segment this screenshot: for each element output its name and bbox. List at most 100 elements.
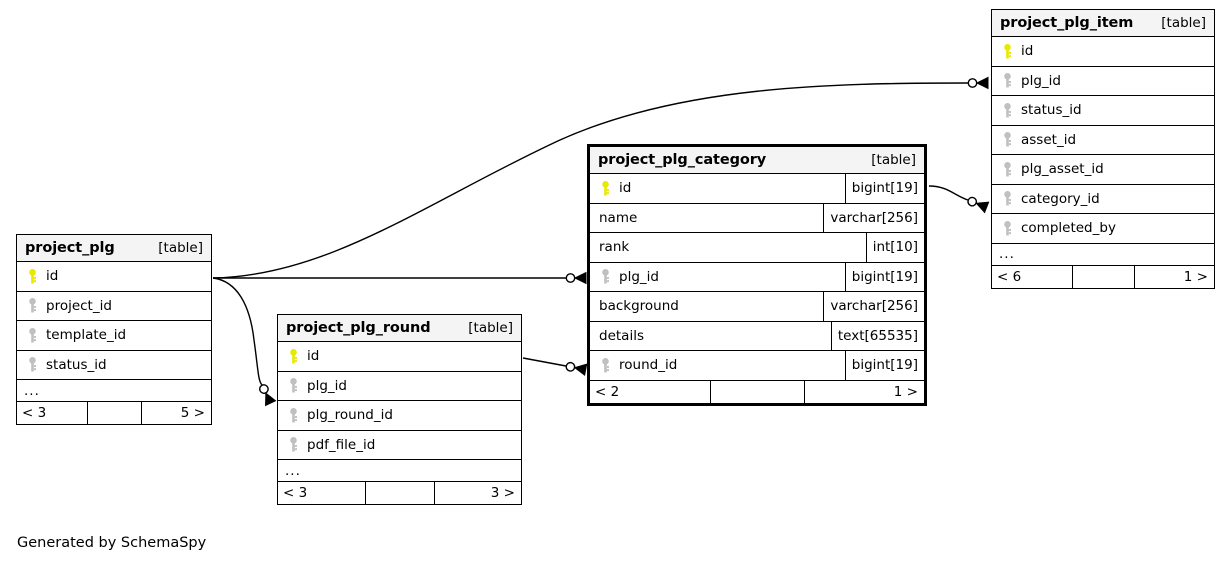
- more-columns-ellipsis: ...: [278, 460, 521, 482]
- crowsfoot-terminator: [967, 196, 990, 214]
- column-name-cell: status_id: [17, 351, 211, 380]
- primary-key-icon: [24, 268, 40, 284]
- relationship-category-to-item: [928, 185, 969, 201]
- relationship-plg-to-round: [212, 277, 263, 386]
- column-type-cell: varchar[256]: [823, 292, 924, 321]
- foreign-key-icon: [24, 298, 40, 313]
- column-row[interactable]: plg_asset_id: [992, 155, 1214, 185]
- column-row[interactable]: plg_id: [278, 372, 521, 401]
- column-name-cell: project_id: [17, 292, 211, 321]
- incoming-relations-count[interactable]: < 2: [595, 383, 620, 400]
- table-type-tag: [table]: [871, 152, 916, 168]
- column-row[interactable]: plg_round_id: [278, 401, 521, 431]
- more-columns-ellipsis: ...: [992, 244, 1214, 266]
- primary-key-icon: [999, 43, 1015, 59]
- column-label: plg_round_id: [307, 407, 393, 424]
- outgoing-relations-count[interactable]: 1 >: [803, 380, 924, 403]
- column-type-cell: bigint[19]: [844, 351, 924, 380]
- column-row[interactable]: pdf_file_id: [278, 431, 521, 460]
- column-name-cell: plg_round_id: [278, 401, 521, 430]
- outgoing-relations-count[interactable]: 5 >: [141, 402, 211, 424]
- column-name-cell: pdf_file_id: [278, 431, 521, 460]
- table-header-project_plg_item[interactable]: project_plg_item [table]: [992, 10, 1214, 37]
- column-row[interactable]: status_id: [992, 96, 1214, 126]
- column-name-cell: template_id: [17, 321, 211, 350]
- foreign-key-icon: [285, 437, 301, 452]
- column-row[interactable]: plg_id: [992, 67, 1214, 96]
- foreign-key-icon: [597, 269, 613, 284]
- foreign-key-icon: [24, 327, 40, 343]
- table-title: project_plg_category: [598, 152, 767, 168]
- table-footer-project_plg_round: < 3 3 >: [278, 482, 521, 504]
- column-row[interactable]: background varchar[256]: [590, 292, 924, 322]
- column-name-cell: asset_id: [992, 126, 1214, 155]
- incoming-relations-count[interactable]: < 3: [283, 485, 308, 501]
- table-type-tag: [table]: [1161, 15, 1206, 31]
- table-header-project_plg_round[interactable]: project_plg_round[table]: [278, 315, 521, 342]
- table-header-project_plg_category[interactable]: project_plg_category [table]: [590, 147, 924, 174]
- column-row[interactable]: details text[65535]: [590, 321, 924, 351]
- outgoing-relations-count[interactable]: 3 >: [433, 482, 522, 504]
- column-name-cell: plg_id: [992, 67, 1214, 96]
- column-row[interactable]: completed_by: [992, 214, 1214, 244]
- column-row[interactable]: id: [992, 37, 1214, 67]
- table-header-project_plg[interactable]: project_plg [table]: [17, 235, 211, 262]
- foreign-key-icon: [999, 220, 1015, 236]
- table-type-tag: [table]: [158, 240, 203, 256]
- column-label: name: [599, 209, 638, 226]
- table-footer-project_plg_item: < 6 1 >: [992, 265, 1214, 288]
- column-label: category_id: [1021, 190, 1100, 207]
- primary-key-icon: [597, 180, 613, 196]
- column-row[interactable]: round_id bigint[19]: [590, 351, 924, 381]
- column-type-cell: bigint[19]: [844, 262, 924, 291]
- column-name-cell: round_id: [590, 351, 845, 380]
- footer-middle-cell: [86, 402, 141, 424]
- column-name-cell: status_id: [992, 96, 1214, 125]
- column-name-cell: id: [992, 37, 1214, 66]
- table-box-project_plg_item[interactable]: project_plg_item [table] id plg_id status_id…: [991, 9, 1215, 289]
- column-label: id: [619, 180, 632, 197]
- column-label: details: [599, 327, 644, 344]
- foreign-key-icon: [999, 191, 1015, 206]
- column-name-cell: category_id: [992, 185, 1214, 214]
- foreign-key-icon: [999, 132, 1015, 147]
- column-row[interactable]: id: [17, 262, 211, 292]
- column-name-cell: plg_id: [278, 372, 521, 401]
- column-name-cell: completed_by: [992, 214, 1214, 243]
- table-box-project_plg[interactable]: project_plg [table] id project_id template_i…: [16, 234, 212, 425]
- column-name-cell: id: [590, 174, 845, 203]
- table-footer-project_plg: < 3 5 >: [17, 402, 211, 424]
- column-label: template_id: [46, 327, 127, 344]
- incoming-relations-count[interactable]: < 3: [22, 405, 47, 421]
- column-label: id: [46, 268, 59, 285]
- column-label: plg_id: [1021, 72, 1061, 89]
- column-label: background: [599, 298, 679, 315]
- crowsfoot-terminator: [565, 361, 588, 376]
- column-row[interactable]: status_id: [17, 351, 211, 380]
- column-row[interactable]: project_id: [17, 292, 211, 321]
- column-row[interactable]: id bigint[19]: [590, 174, 924, 204]
- column-row[interactable]: template_id: [17, 321, 211, 351]
- column-row[interactable]: category_id: [992, 185, 1214, 214]
- table-title: project_plg: [25, 240, 115, 256]
- table-title: project_plg_round: [286, 320, 431, 336]
- column-row[interactable]: asset_id: [992, 126, 1214, 155]
- column-row[interactable]: id: [278, 342, 521, 372]
- incoming-relations-count[interactable]: < 6: [997, 268, 1022, 285]
- column-type-cell: text[65535]: [830, 321, 924, 350]
- foreign-key-icon: [597, 357, 613, 373]
- crowsfoot-terminator: [967, 76, 989, 90]
- column-label: status_id: [1021, 102, 1082, 119]
- more-columns-ellipsis: ...: [17, 380, 211, 402]
- outgoing-relations-count[interactable]: 1 >: [1134, 265, 1214, 288]
- table-title: project_plg_item: [1000, 15, 1134, 31]
- column-type-cell: bigint[19]: [844, 174, 924, 203]
- foreign-key-icon: [285, 407, 301, 423]
- column-label: round_id: [619, 357, 678, 374]
